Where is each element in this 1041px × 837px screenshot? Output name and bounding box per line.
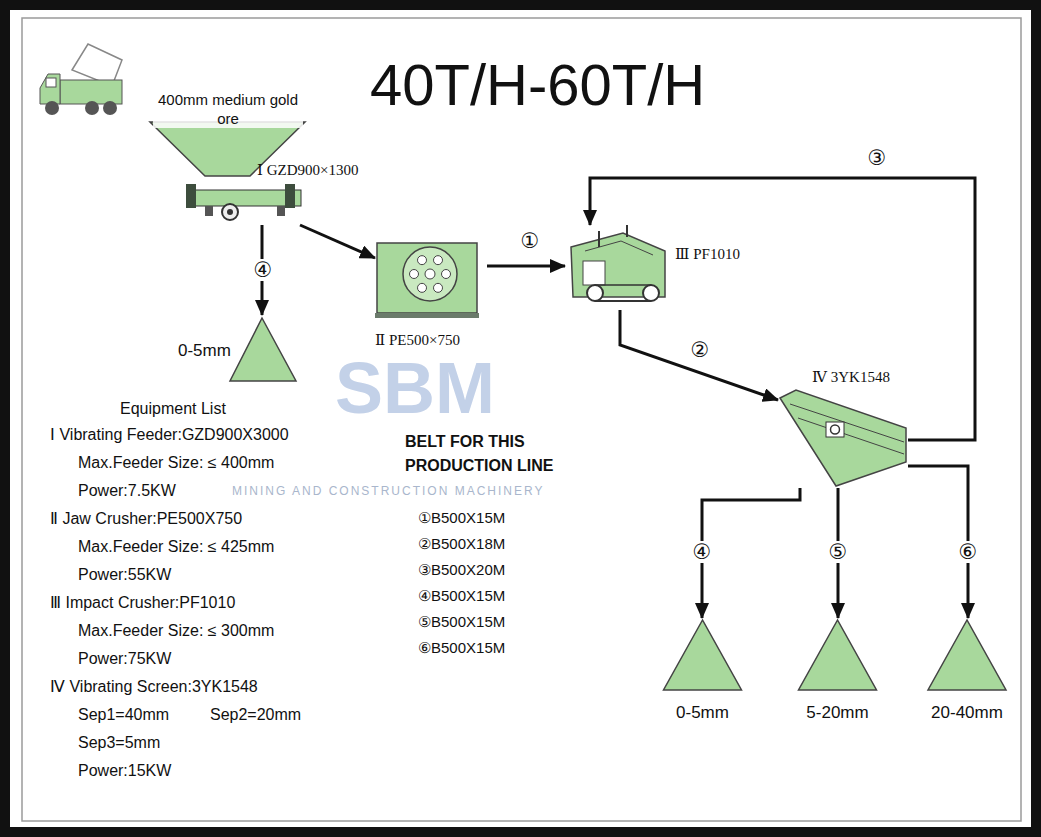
shape-outline [565, 225, 750, 310]
equipment-spec: Ⅱ Jaw Crusher:PE500X750 [50, 509, 242, 529]
shape-outline [778, 368, 908, 488]
conveyor-arrow [487, 265, 565, 268]
product-pile: 20-40mm [912, 618, 1026, 730]
equipment-spec: Max.Feeder Size: ≤ 425mm [78, 537, 274, 557]
callout-number: ④ [691, 541, 714, 563]
equipment-spec: Power:75KW [78, 649, 171, 669]
callout-number: ⑤ [827, 541, 850, 563]
equipment-spec: Ⅲ Impact Crusher:PF1010 [50, 593, 235, 613]
conveyor-arrow [702, 488, 800, 618]
equipment-spec: Max.Feeder Size: ≤ 300mm [78, 621, 274, 641]
belt-spec: ①B500X15M [418, 508, 505, 527]
equipment-spec: Power:55KW [78, 565, 171, 585]
product-pile: 5-20mm [790, 618, 889, 730]
stockpile [664, 620, 742, 690]
callout-number: ② [689, 339, 712, 361]
jaw-crusher [375, 243, 479, 318]
feeder-unit: Ⅰ GZD900×1300 [185, 160, 390, 225]
vibrating-screen [780, 390, 906, 486]
stockpile [928, 620, 1006, 690]
equipment-spec: Sep3=5mm [78, 733, 160, 753]
equipment-spec: Sep1=40mm [78, 705, 169, 725]
node-label: Ⅲ PF1010 [675, 245, 740, 264]
callout-number: ③ [866, 147, 889, 169]
product-pile: 0-5mm [655, 618, 754, 730]
equipment-spec: Max.Feeder Size: ≤ 400mm [78, 453, 274, 473]
belt-spec: ⑥B500X15M [418, 638, 505, 657]
belt-spec: ②B500X18M [418, 534, 505, 553]
title-text: 40T/H-60T/H [370, 52, 705, 118]
crusher-unit: Ⅱ PE500×750 [375, 240, 487, 355]
watermark: MINING AND CONSTRUCTION MACHINERY [232, 484, 544, 499]
belt-spec: ③B500X20M [418, 560, 505, 579]
node-label: 0-5mm [655, 702, 750, 723]
belt-spec: ⑤B500X15M [418, 612, 505, 631]
screen-unit: Ⅳ 3YK1548 [778, 368, 908, 488]
node-label: 5-20mm [790, 702, 885, 723]
watermark: SBM [335, 352, 495, 424]
dump-truck [40, 44, 122, 115]
equipment-spec: Power:7.5KW [78, 481, 176, 501]
stockpile [230, 318, 296, 381]
callout-number: ⑥ [957, 541, 980, 563]
conveyor-arrow [300, 225, 375, 258]
stockpile [799, 620, 877, 690]
product-pile: 0-5mm [178, 315, 303, 385]
node-label: 400mm medium gold ore [153, 90, 303, 128]
equipment-spec: Power:15KW [78, 761, 171, 781]
callout-number: ④ [252, 259, 275, 281]
node-label: Ⅰ GZD900×1300 [257, 161, 358, 180]
node-label: Ⅳ 3YK1548 [812, 368, 890, 387]
crusher-unit: Ⅲ PF1010 [565, 225, 750, 310]
impact-crusher [571, 225, 665, 301]
belt-heading: BELT FOR THIS PRODUCTION LINE [405, 430, 605, 478]
node-label: 20-40mm [912, 702, 1022, 723]
belt-spec: ④B500X15M [418, 586, 505, 605]
conveyor-arrow [620, 310, 778, 400]
outer-frame [5, 5, 1036, 832]
vibrating-feeder [186, 184, 301, 220]
node-label: Ⅱ PE500×750 [375, 331, 460, 350]
equipment-spec: Ⅰ Vibrating Feeder:GZD900X3000 [50, 425, 289, 445]
equipment-spec: Ⅳ Vibrating Screen:3YK1548 [50, 677, 258, 697]
equipment-spec: Sep2=20mm [210, 705, 301, 725]
list-heading: Equipment List [120, 399, 226, 419]
callout-number: ① [519, 230, 542, 252]
inner-frame [22, 18, 1021, 821]
node-label: 0-5mm [178, 340, 231, 361]
